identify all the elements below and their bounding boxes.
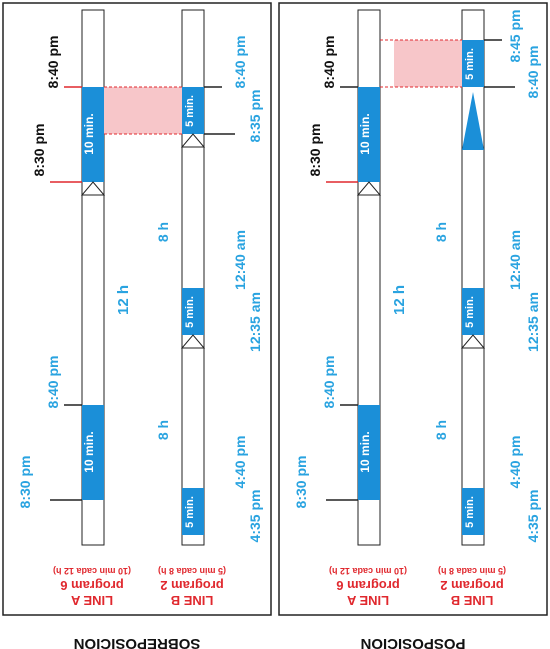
time-label: 4:40 pm (507, 436, 523, 489)
line-a-block-label: 10 min. (358, 431, 372, 472)
line-a-name: LINE A (70, 593, 113, 608)
overlap-band (394, 40, 462, 87)
time-label: 8:40 pm (321, 356, 337, 409)
line-b-legend: LINE B program 2 (5 min cada 8 h) (158, 566, 226, 608)
line-b-block (182, 87, 204, 134)
line-b-block (462, 40, 484, 87)
line-b-block (182, 488, 204, 535)
line-a-strip: 10 min. 10 min. (356, 9, 382, 546)
time-label: 8:30 pm (307, 124, 323, 177)
line-a-strip: 10 min. 10 min. (80, 9, 106, 546)
time-label: 8:40 pm (45, 356, 61, 409)
line-a-block-label: 10 min. (358, 113, 372, 154)
line-b-name: LINE B (451, 593, 494, 608)
time-label: 8:30 pm (293, 456, 309, 509)
panel-sobreposicion: SOBREPOSICIÓN 10 min. 10 min. 5 min. 5 m… (2, 2, 272, 649)
line-b-block-label: 5 min. (184, 296, 196, 328)
gap-label: 8 h (155, 222, 171, 242)
time-label: 12:40 am (232, 230, 248, 290)
line-a-program: program 6 (336, 578, 400, 593)
gap-label: 12 h (391, 285, 408, 315)
line-b-block-label: 5 min. (464, 496, 476, 528)
arrow-marker (80, 181, 106, 196)
panel-title: SOBREPOSICIÓN (74, 635, 201, 649)
line-a-block-top (358, 87, 380, 182)
time-label: 4:40 pm (232, 436, 248, 489)
overlap-band (104, 87, 182, 134)
line-b-note: (5 min cada 8 h) (438, 566, 506, 576)
line-a-program: program 6 (60, 578, 124, 593)
line-b-block (182, 288, 204, 335)
time-label: 12:35 am (525, 292, 541, 352)
line-a-block-bottom (358, 405, 380, 500)
time-label: 8:45 pm (507, 10, 523, 63)
panel-frame (2, 2, 272, 616)
line-b-program: program 2 (160, 578, 224, 593)
gap-label: 12 h (115, 285, 132, 315)
line-b-strip: 5 min. 5 min. 5 min. (460, 9, 486, 546)
arrow-marker (180, 133, 206, 148)
time-label: 8:40 pm (45, 36, 61, 89)
line-a-block-label: 10 min. (82, 431, 96, 472)
line-a-note: (10 min cada 12 h) (329, 566, 407, 576)
arrow-marker (460, 334, 486, 349)
line-b-block-label: 5 min. (184, 496, 196, 528)
line-b-block-label: 5 min. (184, 95, 196, 127)
time-label: 4:35 pm (247, 490, 263, 543)
line-a-name: LINE A (346, 593, 389, 608)
time-label: 8:30 pm (17, 456, 33, 509)
line-a-legend: LINE A program 6 (10 min cada 12 h) (329, 566, 407, 608)
time-label: 12:40 am (507, 230, 523, 290)
time-label: 8:40 pm (321, 36, 337, 89)
panel-posposicion: POSPOSICIÓN 10 min. 10 min. 5 min. 5 min… (278, 2, 548, 649)
line-b-strip: 5 min. 5 min. 5 min. (180, 9, 206, 546)
line-a-block-top (82, 87, 104, 182)
gap-label: 8 h (433, 420, 449, 440)
gap-label: 8 h (433, 222, 449, 242)
time-label: 8:35 pm (247, 90, 263, 143)
delay-arrow (462, 92, 484, 150)
line-b-legend: LINE B program 2 (5 min cada 8 h) (438, 566, 506, 608)
line-b-program: program 2 (440, 578, 504, 593)
panel-frame (278, 2, 548, 616)
line-a-note: (10 min cada 12 h) (53, 566, 131, 576)
time-label: 8:30 pm (31, 124, 47, 177)
arrow-marker (356, 181, 382, 196)
line-a-block-bottom (82, 405, 104, 500)
panel-title: POSPOSICIÓN (360, 635, 465, 649)
time-label: 8:40 pm (525, 46, 541, 99)
time-label: 8:40 pm (232, 36, 248, 89)
line-a-legend: LINE A program 6 (10 min cada 12 h) (53, 566, 131, 608)
line-b-name: LINE B (171, 593, 214, 608)
time-label: 12:35 am (247, 292, 263, 352)
line-b-block-label: 5 min. (464, 296, 476, 328)
gap-label: 8 h (155, 420, 171, 440)
line-b-block (462, 488, 484, 535)
line-a-block-label: 10 min. (82, 113, 96, 154)
line-b-note: (5 min cada 8 h) (158, 566, 226, 576)
time-label: 4:35 pm (525, 490, 541, 543)
arrow-marker (180, 334, 206, 349)
line-b-block (462, 288, 484, 335)
line-b-block-label: 5 min. (464, 48, 476, 80)
